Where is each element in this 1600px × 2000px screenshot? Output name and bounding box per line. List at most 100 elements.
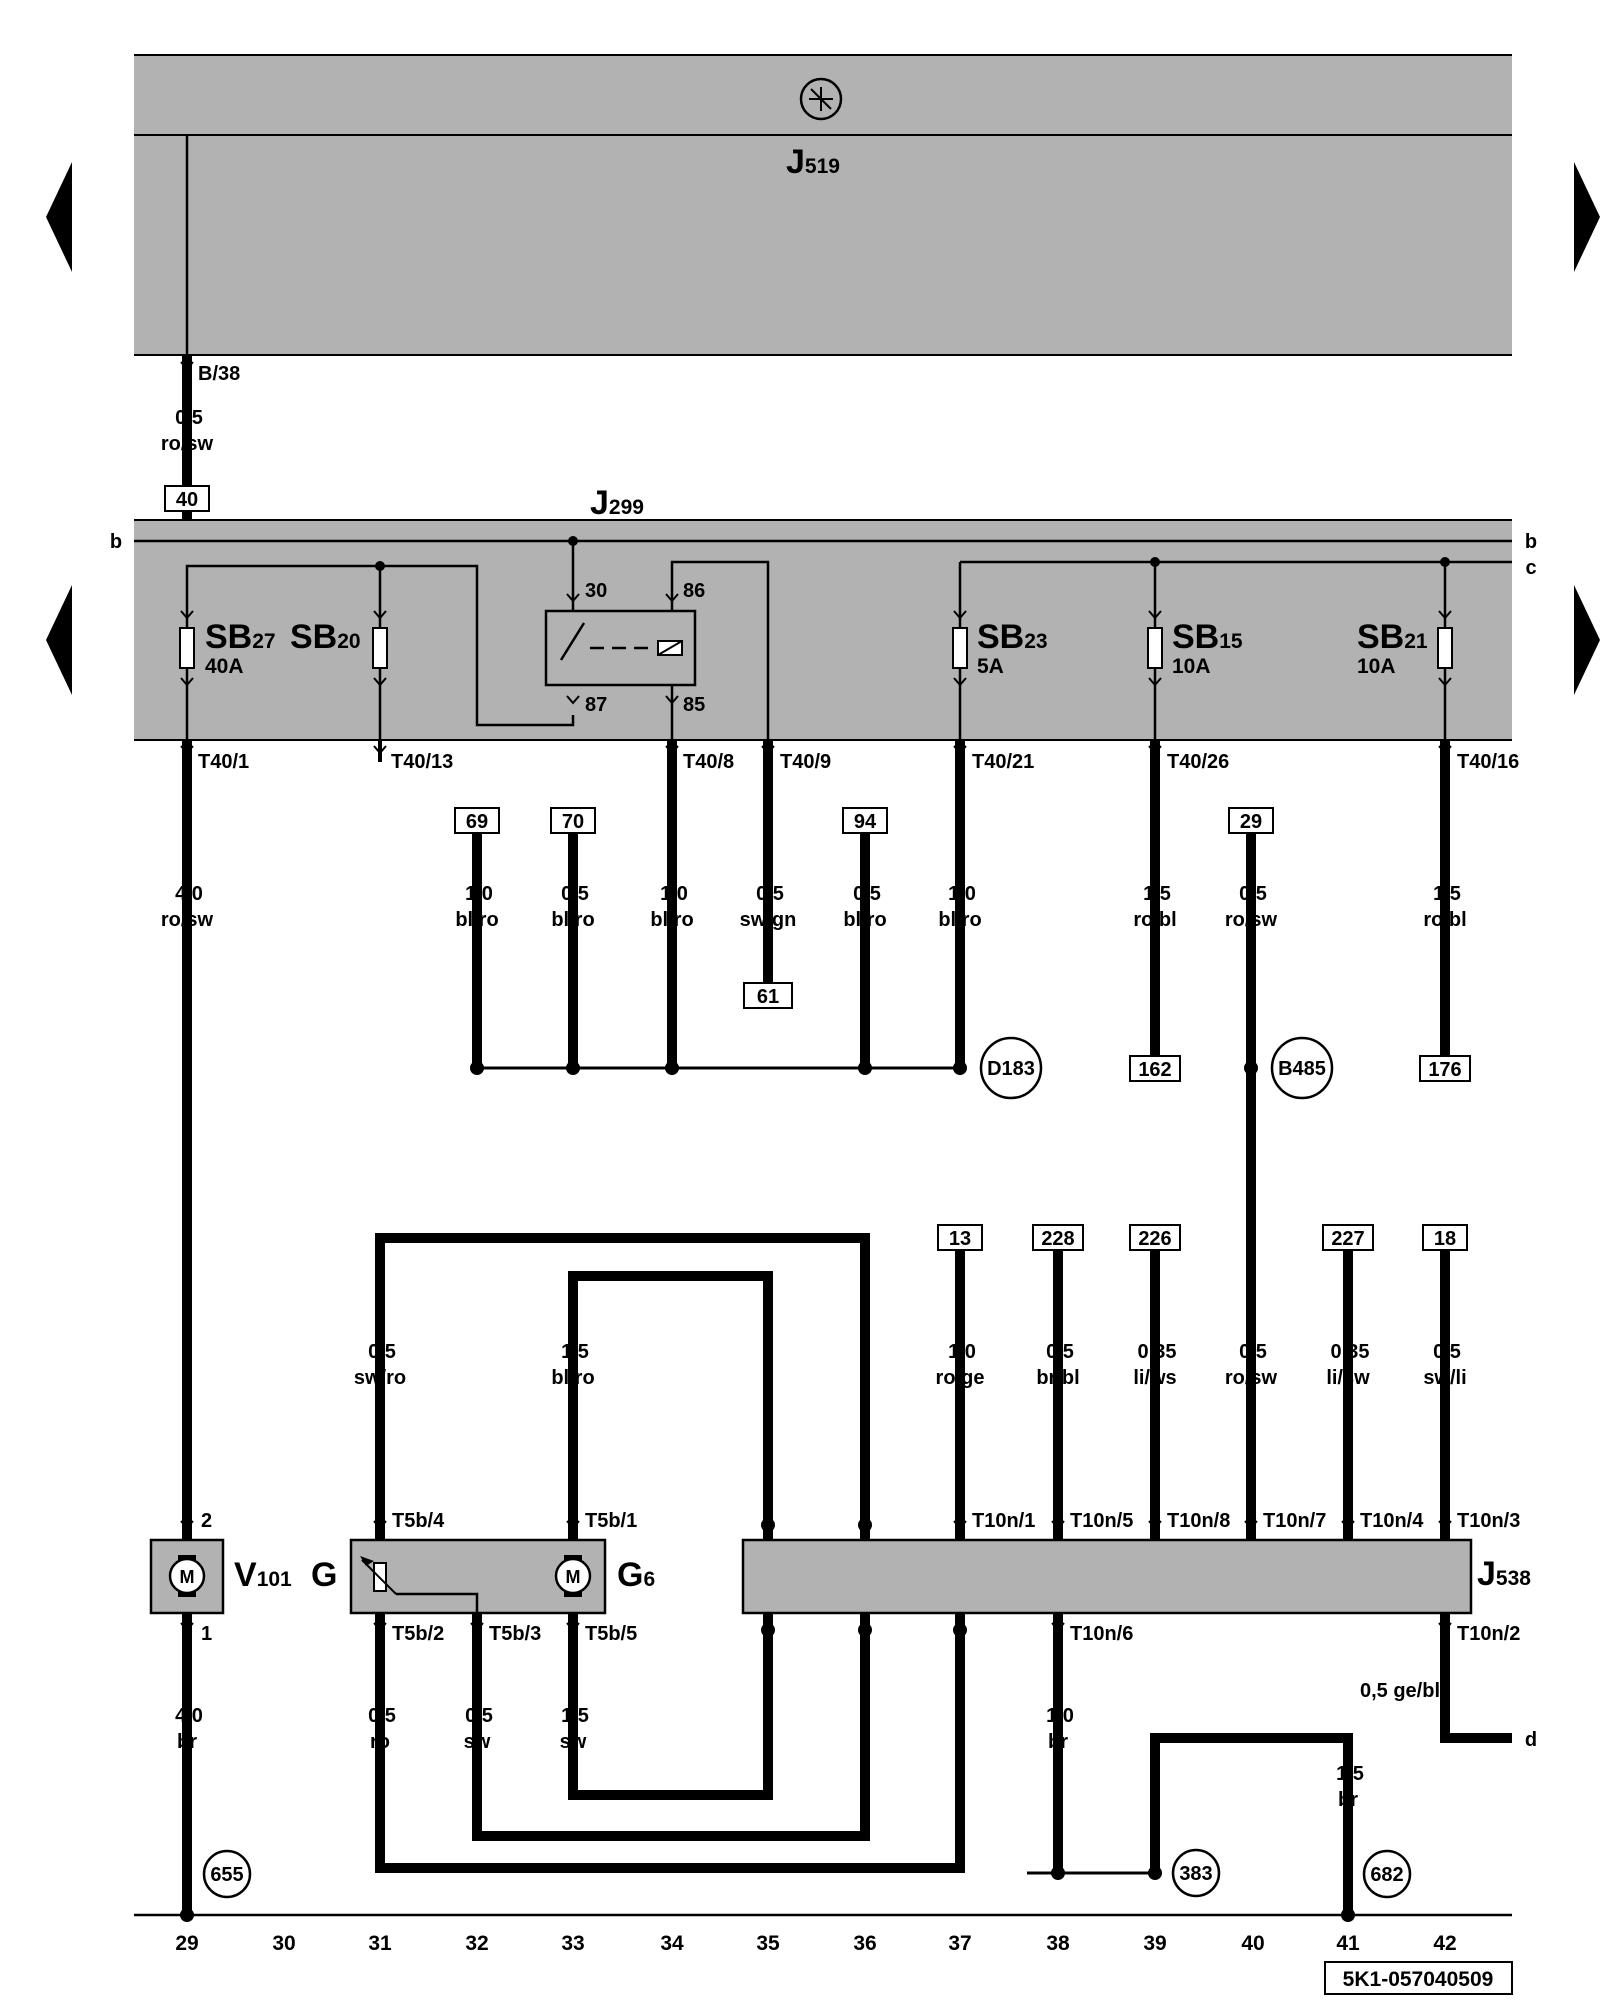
ref-label-94: 94 [854,811,877,833]
column-40: 40 [1241,1932,1264,1955]
module-label-j299: J299 [590,484,644,522]
pin-label-j519-b38: B/38 [198,363,240,385]
motor-symbol-v101-top-bar [178,1555,196,1560]
wire-color-t40-26: ro/bl [1133,909,1176,931]
wire-size-b485: 0,5 [1239,1341,1267,1363]
sensor-symbol-g-arrow [361,1559,397,1595]
relay-pin-30: 30 [585,580,607,602]
wire-color-b485: ro/sw [1225,1367,1278,1389]
column-42: 42 [1433,1932,1456,1955]
relay-wire-86 [670,560,770,740]
ref-label-227: 227 [1331,1228,1364,1250]
terminal-arrow-33 [566,1622,580,1632]
junction-t40-8 [665,1061,679,1075]
terminal-arrow-9 [1438,677,1452,687]
component-label-v101: V101 [234,1556,292,1594]
fuse-sb27-body [179,627,195,669]
terminal-arrow-2 [373,610,387,620]
ref-box-70 [550,807,596,834]
page-next-arrow-middle[interactable] [1574,585,1600,695]
wire-color-226: li/ws [1133,1367,1176,1389]
terminal-arrow-26 [1148,1520,1162,1530]
fuse-sb15-body [1147,627,1163,669]
wire-color-v101-bottom: br [177,1731,197,1753]
pin-label-t5b5: T5b/5 [585,1623,637,1645]
column-30: 30 [272,1932,295,1955]
junction-b485 [1244,1061,1258,1075]
pin-label-t10n-7: T10n/7 [1263,1510,1326,1532]
wire-size-69: 1,0 [465,883,493,905]
wire-color-t40-9: sw/gn [740,909,797,931]
ref-label-18: 18 [1434,1228,1456,1250]
ref-box-94 [842,807,888,834]
fuse-sb21-body [1437,627,1453,669]
relay-pin-87: 87 [585,694,607,716]
wire-size-t40-26: 1,5 [1143,883,1171,905]
ref-box-226 [1129,1224,1181,1251]
ref-label-40: 40 [176,489,198,511]
column-38: 38 [1046,1932,1070,1955]
pin-label-v101-2: 2 [201,1510,212,1532]
terminal-arrow-19 [1148,745,1162,755]
junction-69 [470,1061,484,1075]
ref-label-226: 226 [1138,1228,1171,1250]
rail-label-c-right: c [1525,557,1536,579]
wire-color-70: bl/ro [551,909,594,931]
ref-box-13 [937,1224,983,1251]
wire-size-18: 0,5 [1433,1341,1461,1363]
terminal-arrow-35 [1438,1622,1452,1632]
wire-size-29: 0,5 [1239,883,1267,905]
column-31: 31 [368,1932,392,1955]
ref-box-162 [1129,1055,1181,1082]
relay-pin-85: 85 [683,694,705,716]
terminal-arrow-0 [180,610,194,620]
pin-label-t5b4: T5b/4 [392,1510,445,1532]
wire-color-t5b2: ro [370,1731,390,1753]
ref-label-69: 69 [466,811,488,833]
terminal-arrow-30 [180,1622,194,1632]
terminal-arrow-13 [665,695,679,705]
rail-label-b-right: b [1525,531,1537,553]
module-j519 [134,55,1512,355]
wire-color-t5b3: sw [464,1731,491,1753]
page-next-arrow-top[interactable] [1574,162,1600,272]
column-32: 32 [465,1932,488,1955]
pin-label-t5b3: T5b/3 [489,1623,541,1645]
ref-label-228: 228 [1041,1228,1074,1250]
relay-switch-contact [559,622,586,661]
ref-label-29: 29 [1240,811,1262,833]
rail-label-b-left: b [110,531,122,553]
wire-size-t40-8: 1,0 [660,883,688,905]
wire-color-13: ro/ge [936,1367,985,1389]
terminal-arrow-25 [1051,1520,1065,1530]
page-prev-arrow-top[interactable] [46,162,72,272]
motor-symbol-g6-bottom-bar [564,1592,582,1597]
fuse-amp-sb21: 10A [1357,655,1396,678]
wire-color-227: li/sw [1326,1367,1370,1389]
ground-label-383: 383 [1179,1863,1212,1885]
module-j538 [741,1538,1473,1615]
terminal-arrow-5 [953,677,967,687]
ref-box-227 [1322,1224,1374,1251]
junction-ground-29 [180,1908,194,1922]
ground-circle-682 [1362,1849,1412,1899]
pin-label-t10n-1: T10n/1 [972,1510,1035,1532]
junction-37-bottom [953,1623,967,1637]
wire-color-228: br/bl [1036,1367,1079,1389]
page-prev-arrow-middle[interactable] [46,585,72,695]
ref-label-13: 13 [949,1228,971,1250]
terminal-arrow-20 [1438,745,1452,755]
motor-symbol-v101-letter: M [180,1567,195,1587]
junction-35-bottom [761,1623,775,1637]
pin-label-t5b1: T5b/1 [585,1510,637,1532]
wire-size-t5b1: 1,5 [561,1341,589,1363]
junction-94 [858,1061,872,1075]
column-29: 29 [175,1932,198,1955]
wire-color-18: sw/li [1423,1367,1466,1389]
terminal-arrow-8 [1438,610,1452,620]
pin-label-t10n-5: T10n/5 [1070,1510,1133,1532]
ref-label-61: 61 [757,986,779,1008]
ground-circle-d183 [979,1036,1043,1100]
pin-label-t40-1: T40/1 [198,751,249,773]
